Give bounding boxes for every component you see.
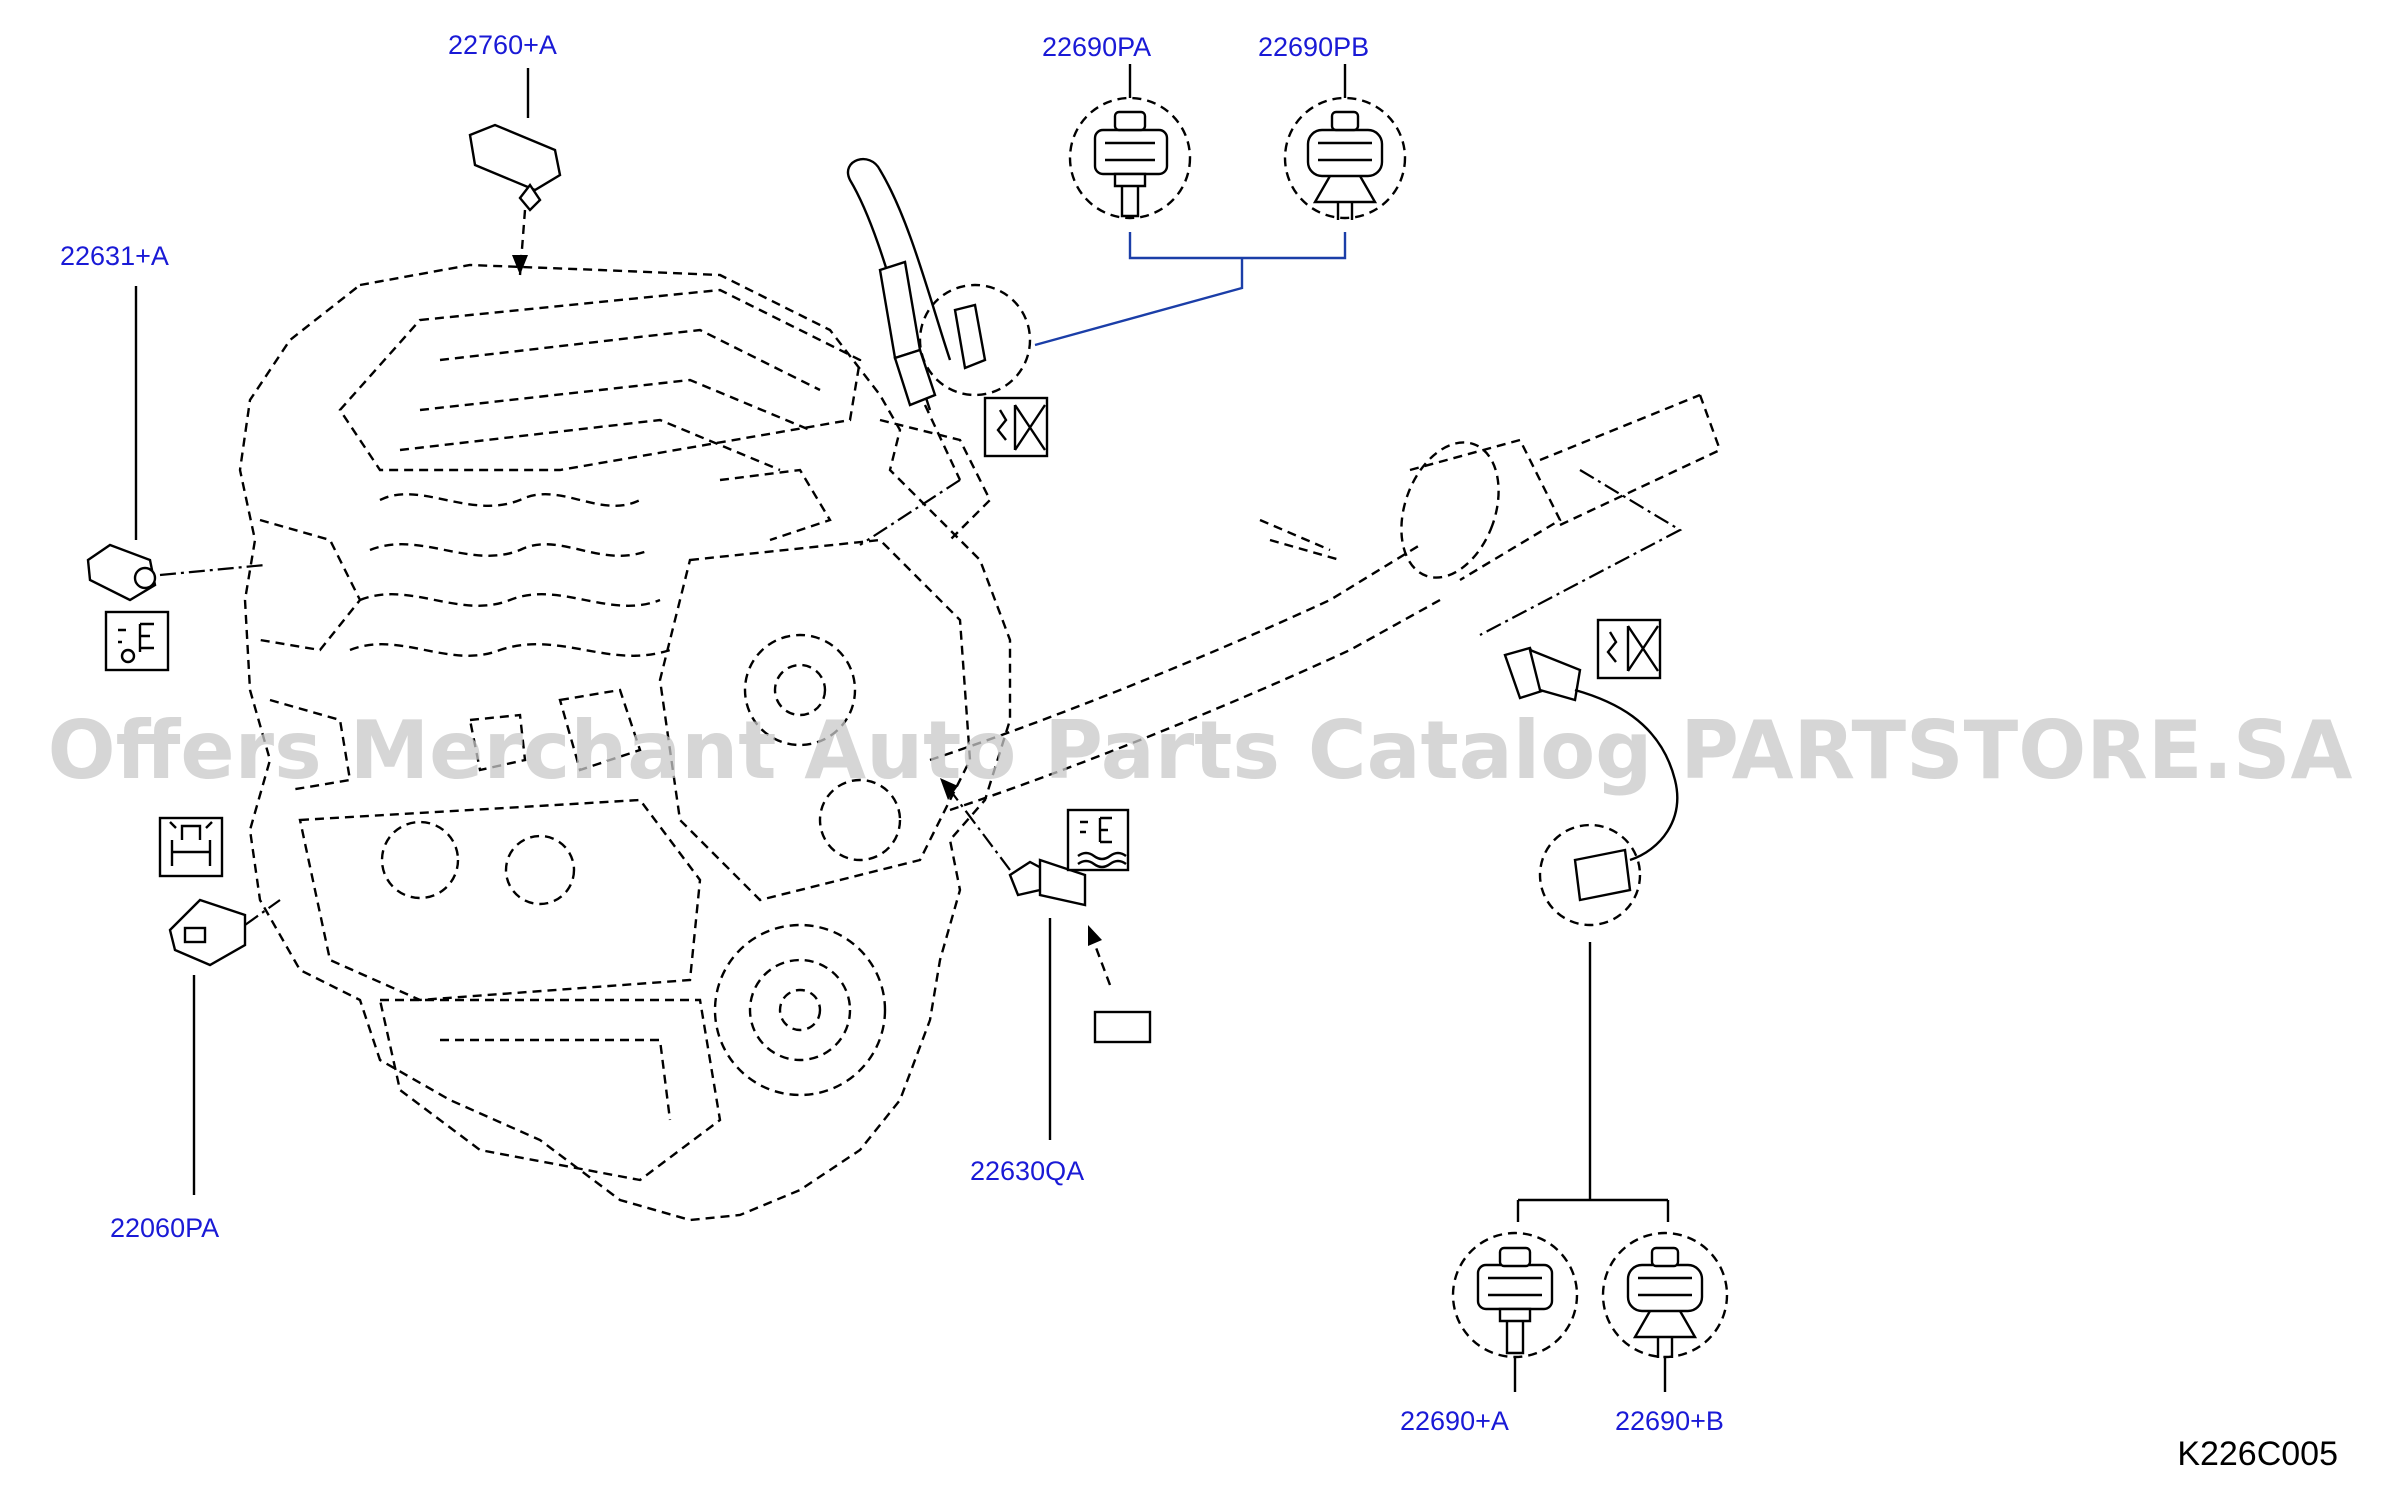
camshaft-sensor-part[interactable] (468, 123, 562, 276)
downstream-oxygen-sensor-part[interactable] (1503, 618, 1679, 927)
part-label-22760-a[interactable]: 22760+A (448, 30, 557, 60)
watermark-text: Offers Merchant Auto Parts Catalog PARTS… (48, 704, 2353, 797)
diagram-code: K226C005 (2177, 1435, 2338, 1473)
pressure-sensor-part[interactable] (86, 543, 266, 672)
part-label-22690pa[interactable]: 22690PA (1042, 32, 1151, 62)
leader-lines (134, 64, 1670, 1392)
part-label-22690-b[interactable]: 22690+B (1615, 1406, 1724, 1436)
part-label-22690-a[interactable]: 22690+A (1400, 1406, 1509, 1436)
part-label-22060pa[interactable]: 22060PA (110, 1213, 219, 1243)
part-label-22631-a[interactable]: 22631+A (60, 241, 169, 271)
part-label-22690pb[interactable]: 22690PB (1258, 32, 1369, 62)
connector-detail-bottom[interactable] (1451, 1231, 1729, 1359)
part-label-22630qa[interactable]: 22630QA (970, 1156, 1084, 1186)
exhaust-pipe-drawing (929, 393, 1722, 812)
connector-detail-top[interactable] (1068, 96, 1407, 220)
engine-block-drawing (238, 263, 1012, 1222)
coolant-temp-sensor-part[interactable] (940, 778, 1152, 1044)
upstream-oxygen-sensor-part[interactable] (846, 158, 1049, 546)
crank-sensor-part[interactable] (158, 816, 281, 967)
